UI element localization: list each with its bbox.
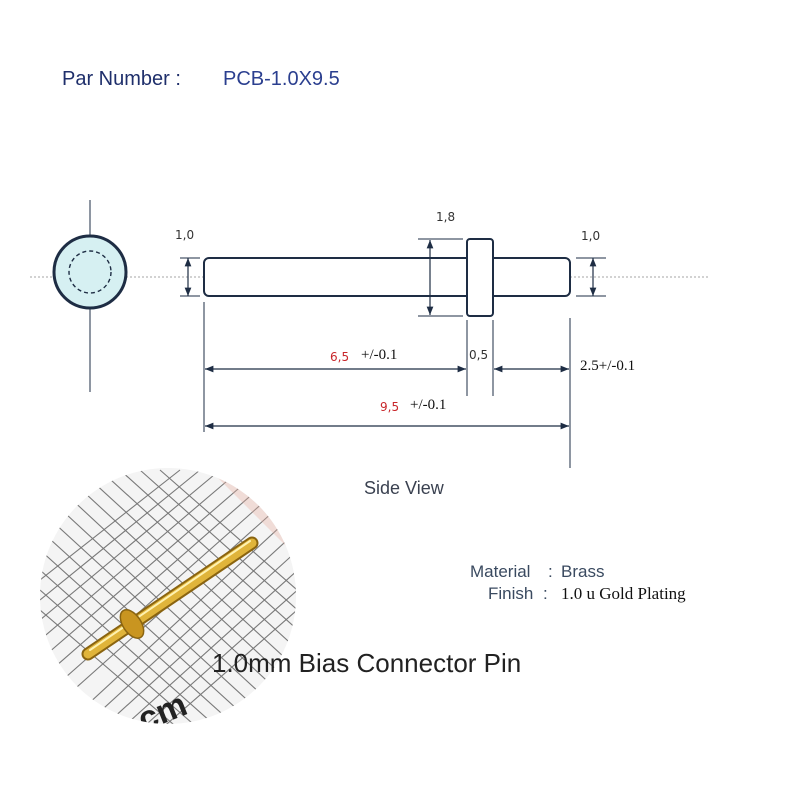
part-number-label: Par Number : xyxy=(62,68,181,90)
material-label: Material xyxy=(470,562,531,581)
dim-right-diameter: 1,0 xyxy=(581,229,601,243)
finish-separator: : xyxy=(543,584,548,603)
dim-shank-length-value: 6,5 xyxy=(330,350,350,364)
finish-value: 1.0 u Gold Plating xyxy=(561,584,686,603)
dim-left-diameter: 1,0 xyxy=(175,228,195,242)
pin-flange-outline xyxy=(466,238,494,317)
side-view-caption: Side View xyxy=(364,478,444,498)
product-photo: cm xyxy=(40,468,296,724)
dim-shank-length-tolerance: +/-0.1 xyxy=(361,347,398,363)
dim-tail-length: 2.5+/-0.1 xyxy=(580,358,636,374)
dim-flange-diameter: 1,8 xyxy=(436,210,456,224)
end-view-outer-circle xyxy=(52,234,128,310)
finish-label: Finish xyxy=(488,584,534,603)
dim-total-length-value: 9,5 xyxy=(380,400,400,414)
pin-body-outline xyxy=(203,257,571,297)
product-title: 1.0mm Bias Connector Pin xyxy=(212,648,522,678)
dim-flange-width: 0,5 xyxy=(469,348,489,362)
dim-total-length-tolerance: +/-0.1 xyxy=(410,397,447,413)
part-number-value: PCB-1.0X9.5 xyxy=(223,68,340,90)
end-view-inner-circle xyxy=(68,250,112,294)
material-separator: : xyxy=(548,562,553,581)
material-value: Brass xyxy=(561,562,605,581)
